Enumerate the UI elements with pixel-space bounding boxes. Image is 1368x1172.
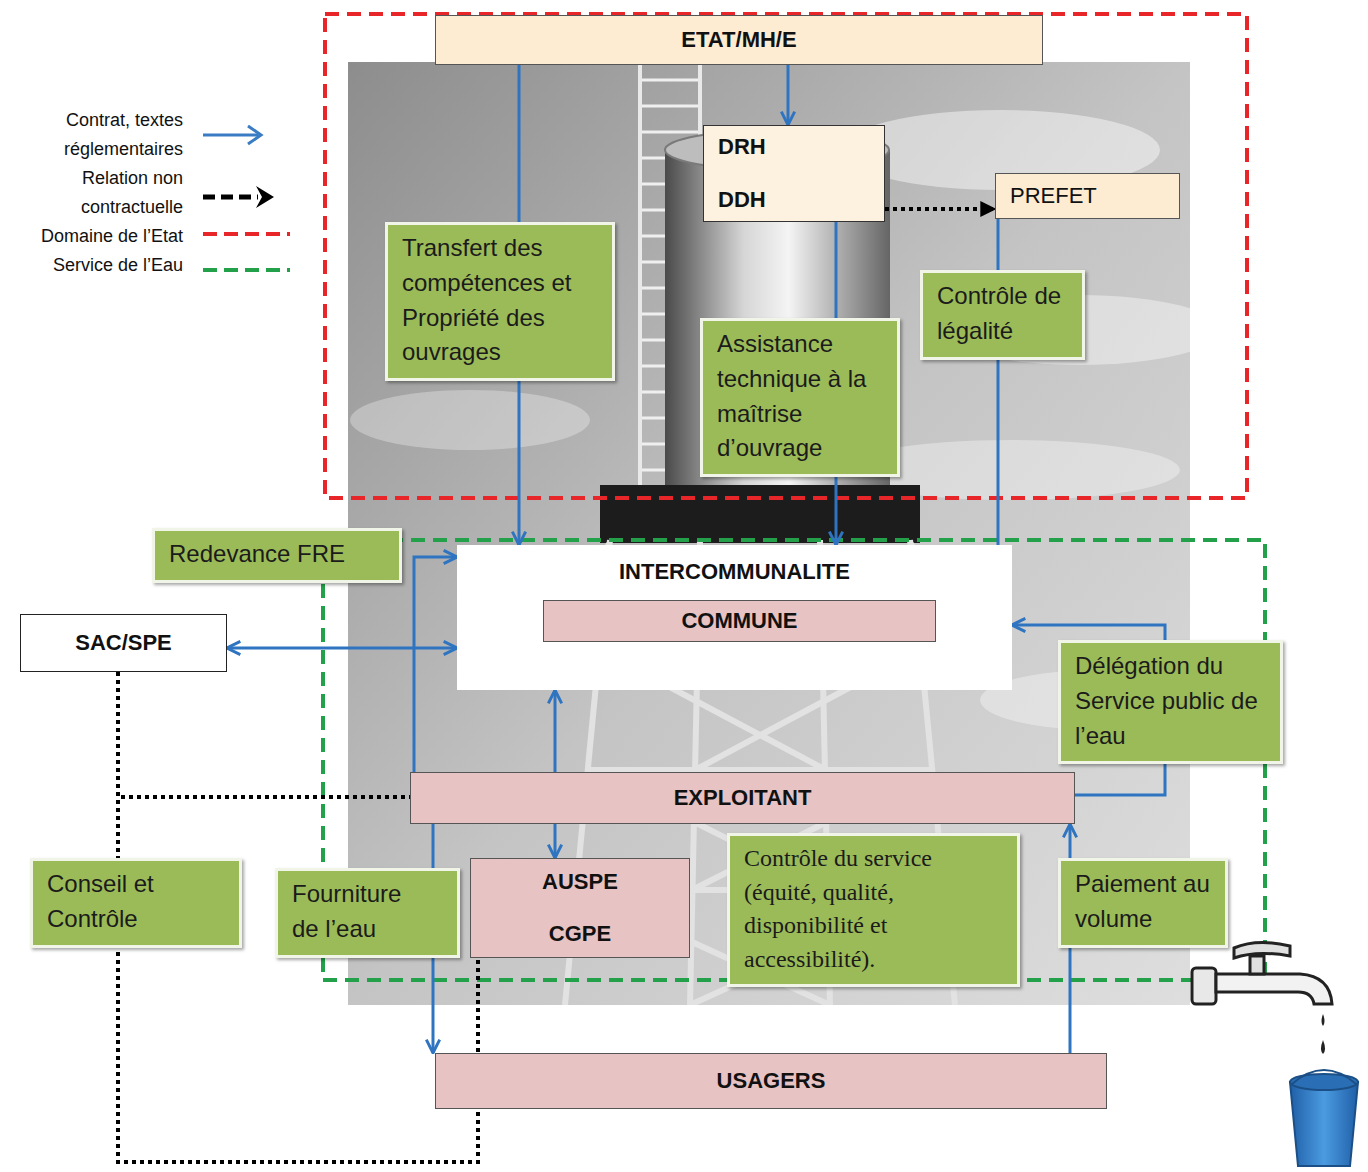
legend-arrow-head [248, 126, 261, 144]
directorate-box: DRH DDH [703, 125, 885, 222]
legend-text: Contrat, textes réglementaires [6, 106, 183, 164]
ministry-box: ETAT/MH/E [435, 15, 1043, 65]
legend-entry: Contrat, textes réglementaires [6, 106, 183, 164]
relation-label-box: Contrôle de légalité [920, 270, 1085, 360]
node-label: SAC/SPE [75, 630, 172, 656]
tap-spout [1216, 974, 1332, 1004]
tap-stem [1250, 956, 1264, 974]
relation-label: Conseil et Contrôle [47, 867, 225, 937]
relation-label: Délégation du Service public de l’eau [1075, 649, 1266, 753]
legend-sample [203, 234, 290, 235]
intercommunality-box: INTERCOMMUNALITE COMMUNE [457, 545, 1012, 690]
users-box: USAGERS [435, 1053, 1107, 1109]
bucket-body [1290, 1082, 1358, 1166]
relation-label-box: Délégation du Service public de l’eau [1058, 640, 1283, 764]
connectors [118, 65, 1165, 1162]
relation-label-box: Conseil et Contrôle [30, 858, 242, 948]
node-label: EXPLOITANT [674, 785, 812, 811]
legend-sample [203, 186, 274, 208]
relation-label-box: Assistance technique à la maîtrise d’ouv… [700, 318, 900, 477]
note-box: Contrôle du service (équité, qualité, di… [727, 833, 1020, 987]
node-label: AUSPE [542, 869, 618, 895]
node-label: COMMUNE [681, 608, 797, 634]
user-association-box: AUSPE CGPE [470, 858, 690, 958]
legend-text: Relation non contractuelle [6, 164, 183, 222]
support-service-box: SAC/SPE [20, 614, 227, 672]
water-drop [1322, 1014, 1325, 1026]
relation-label: Contrôle de légalité [937, 279, 1068, 349]
commune-box: COMMUNE [543, 600, 936, 642]
legend-line [203, 268, 290, 272]
bucket-handle [1292, 1070, 1356, 1084]
relation-label: Paiement au volume [1075, 867, 1211, 937]
water-drop [1321, 1040, 1325, 1054]
node-label: DDH [718, 187, 766, 213]
legend-arrow-head [256, 186, 274, 208]
tap-icon [1192, 942, 1332, 1054]
relation-label: Assistance technique à la maîtrise d’ouv… [717, 327, 883, 466]
bucket-rim [1290, 1074, 1358, 1090]
relation-label: Redevance FRE [169, 537, 385, 572]
node-label: PREFET [1010, 183, 1097, 209]
node-label: INTERCOMMUNALITE [619, 559, 850, 585]
legend-line [203, 232, 290, 236]
relation-label: Transfert des compétences et Propriété d… [402, 231, 598, 370]
legend-text: Domaine de l’Etat [6, 222, 183, 251]
tank-base [600, 485, 920, 543]
legend-line [203, 195, 258, 200]
legend-samples [203, 126, 290, 270]
prefect-box: PREFET [995, 173, 1180, 219]
bucket-icon [1290, 1070, 1358, 1166]
cloud [350, 390, 590, 450]
legend-line [203, 134, 258, 137]
legend-entry: Relation non contractuelle [6, 164, 183, 222]
relation-label-box: Fourniture de l’eau [275, 868, 460, 958]
node-label: ETAT/MH/E [681, 27, 796, 53]
legend-entry: Service de l’Eau [6, 251, 183, 280]
legend-text: Service de l’Eau [6, 251, 183, 280]
relation-label-box: Transfert des compétences et Propriété d… [385, 222, 615, 381]
contract-arrow [787, 65, 790, 125]
tap-handle [1234, 942, 1290, 958]
relation-label-box: Redevance FRE [152, 528, 402, 583]
state-domain-outline [325, 14, 1247, 498]
relation-label: Fourniture de l’eau [292, 877, 407, 947]
legend-sample [203, 126, 261, 144]
legend-sample [203, 270, 290, 271]
operator-box: EXPLOITANT [410, 772, 1075, 824]
relation-label-box: Paiement au volume [1058, 858, 1228, 948]
informal-link [885, 207, 995, 211]
node-label: DRH [718, 134, 766, 160]
node-label: USAGERS [717, 1068, 826, 1094]
contract-arrow [997, 219, 1000, 545]
note-text: Contrôle du service (équité, qualité, di… [744, 842, 1003, 976]
legend-entry: Domaine de l’Etat [6, 222, 183, 251]
ladder-rail [638, 62, 642, 520]
node-label: CGPE [549, 921, 611, 947]
informal-link [118, 672, 410, 797]
contract-arrow [414, 557, 457, 772]
contract-arrow [227, 647, 457, 650]
tap-body [1192, 968, 1216, 1004]
